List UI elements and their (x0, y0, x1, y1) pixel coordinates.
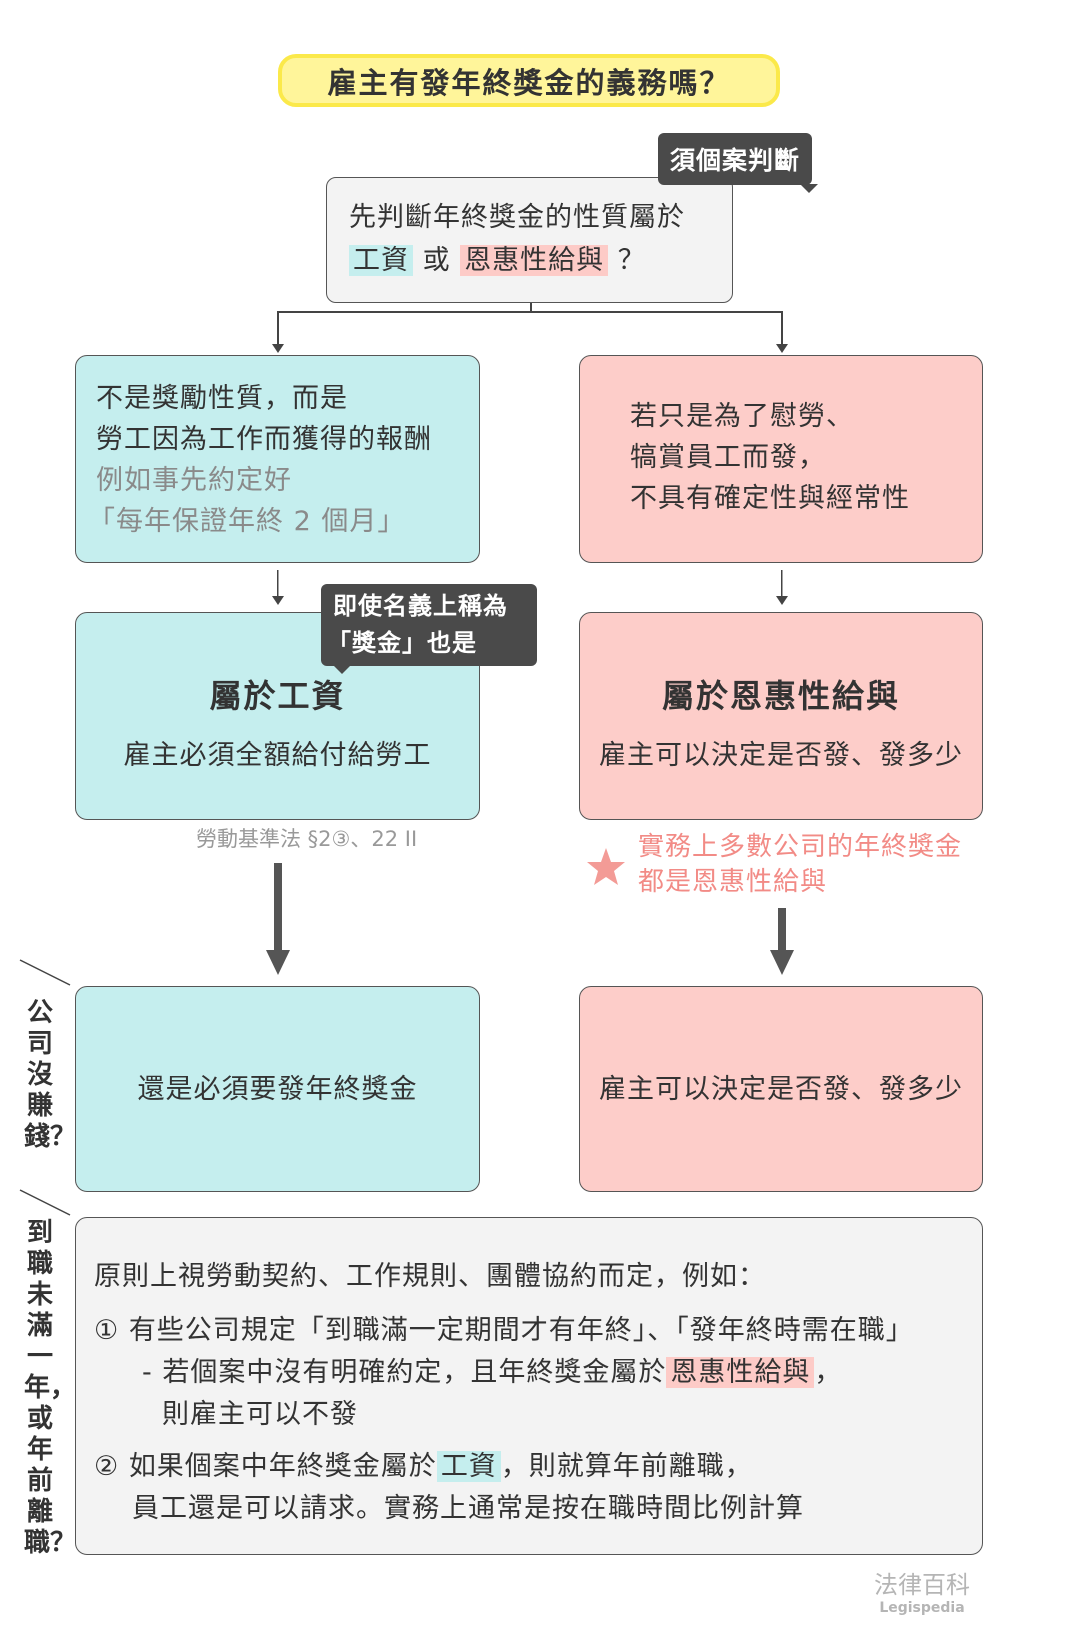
text: 還是必須要發年終獎金 (137, 1073, 418, 1105)
star-icon (587, 848, 625, 885)
tooltip-text: 「獎金」也是 (327, 629, 477, 657)
text: 不是獎勵性質，而是 (96, 383, 348, 414)
big-arrow-head (266, 950, 290, 975)
arrow-head (272, 344, 284, 353)
gratuity-description-box: 若只是為了慰勞、 犒賞員工而發， 不具有確定性與經常性 (579, 355, 983, 563)
comma: ， (814, 1357, 843, 1388)
watermark-en: Legispedia (879, 1600, 965, 1616)
gratuity-result-box: 屬於恩惠性給與 雇主可以決定是否發、發多少 (579, 612, 983, 820)
note-text: 都是恩惠性給與 (638, 867, 828, 897)
side-label-leave: 到職未滿一年，或年前離職？ (24, 1218, 77, 1558)
item2-text: ，則就算年前離職， (500, 1451, 753, 1482)
case-tag: 須個案判斷 (658, 133, 819, 193)
law-citation: 勞動基準法 §2③、22 II (196, 827, 418, 851)
case-tag-text: 須個案判斷 (670, 146, 801, 175)
highlight-gratuity: 恩惠性給與 (460, 245, 609, 276)
wage-description-box: 不是獎勵性質，而是 勞工因為工作而獲得的報酬 例如事先約定好 「每年保證年終 2… (75, 355, 480, 563)
tooltip: 即使名義上稱為 「獎金」也是 (321, 584, 537, 674)
text: 犒賞員工而發， (630, 442, 826, 473)
connector (277, 311, 279, 351)
intro-text: 原則上視勞動契約、工作規則、團體協約而定，例如： (94, 1261, 766, 1292)
example-text: 例如事先約定好 (96, 465, 292, 496)
item2-line2: 員工還是可以請求。實務上通常是按在職時間比例計算 (132, 1493, 804, 1524)
connector (781, 311, 783, 351)
example-text: 「每年保證年終 2 個月」 (88, 506, 406, 537)
highlight-wage: 工資 (349, 245, 413, 276)
watermark-cn: 法律百科 (874, 1571, 970, 1599)
number-2: ② (94, 1451, 120, 1482)
connector (277, 311, 782, 313)
note-text: 實務上多數公司的年終獎金 (638, 832, 963, 862)
arrow-head (272, 596, 284, 605)
result-title: 屬於恩惠性給與 (661, 677, 900, 715)
tooltip-text: 即使名義上稱為 (333, 592, 508, 620)
page-title: 雇主有發年終獎金的義務嗎？ (278, 54, 780, 107)
watermark-logo: 法律百科 Legispedia (872, 1565, 972, 1616)
side-label-no-profit: 公司沒賺錢？ (24, 998, 77, 1152)
highlight-wage: 工資 (436, 1451, 501, 1482)
question-mark: ？ (617, 245, 646, 276)
result-text: 雇主必須全額給付給勞工 (123, 740, 432, 771)
gratuity-no-profit-box: 雇主可以決定是否發、發多少 (579, 986, 983, 1192)
question-box: 先判斷年終獎金的性質屬於 工資 或 恩惠性給與 ？ (326, 177, 733, 303)
item1-sub: - 若個案中沒有明確約定，且年終獎金屬於 (142, 1357, 667, 1388)
big-arrow-head (770, 950, 794, 975)
highlight-gratuity: 恩惠性給與 (666, 1357, 815, 1388)
question-text: 先判斷年終獎金的性質屬於 (349, 202, 685, 233)
item1-text: 有些公司規定「到職滿一定期間才有年終」、「發年終時需在職」 (128, 1315, 914, 1346)
text: 若只是為了慰勞、 (630, 401, 854, 432)
number-1: ① (94, 1315, 120, 1346)
resignation-box: 原則上視勞動契約、工作規則、團體協約而定，例如： ① 有些公司規定「到職滿一定期… (75, 1217, 983, 1555)
item2-text: 如果個案中年終獎金屬於 (128, 1451, 437, 1482)
wage-no-profit-box: 還是必須要發年終獎金 (75, 986, 480, 1192)
text: 不具有確定性與經常性 (630, 483, 910, 514)
arrow-head (776, 596, 788, 605)
item1-sub2: 則雇主可以不發 (162, 1399, 358, 1430)
connector (530, 303, 532, 311)
result-text: 雇主可以決定是否發、發多少 (599, 740, 963, 771)
or-text: 或 (422, 245, 451, 276)
practice-note: 實務上多數公司的年終獎金 都是恩惠性給與 (638, 830, 962, 900)
result-title: 屬於工資 (209, 677, 346, 715)
text: 勞工因為工作而獲得的報酬 (96, 424, 432, 455)
arrow-head (776, 344, 788, 353)
text: 雇主可以決定是否發、發多少 (599, 1073, 963, 1105)
